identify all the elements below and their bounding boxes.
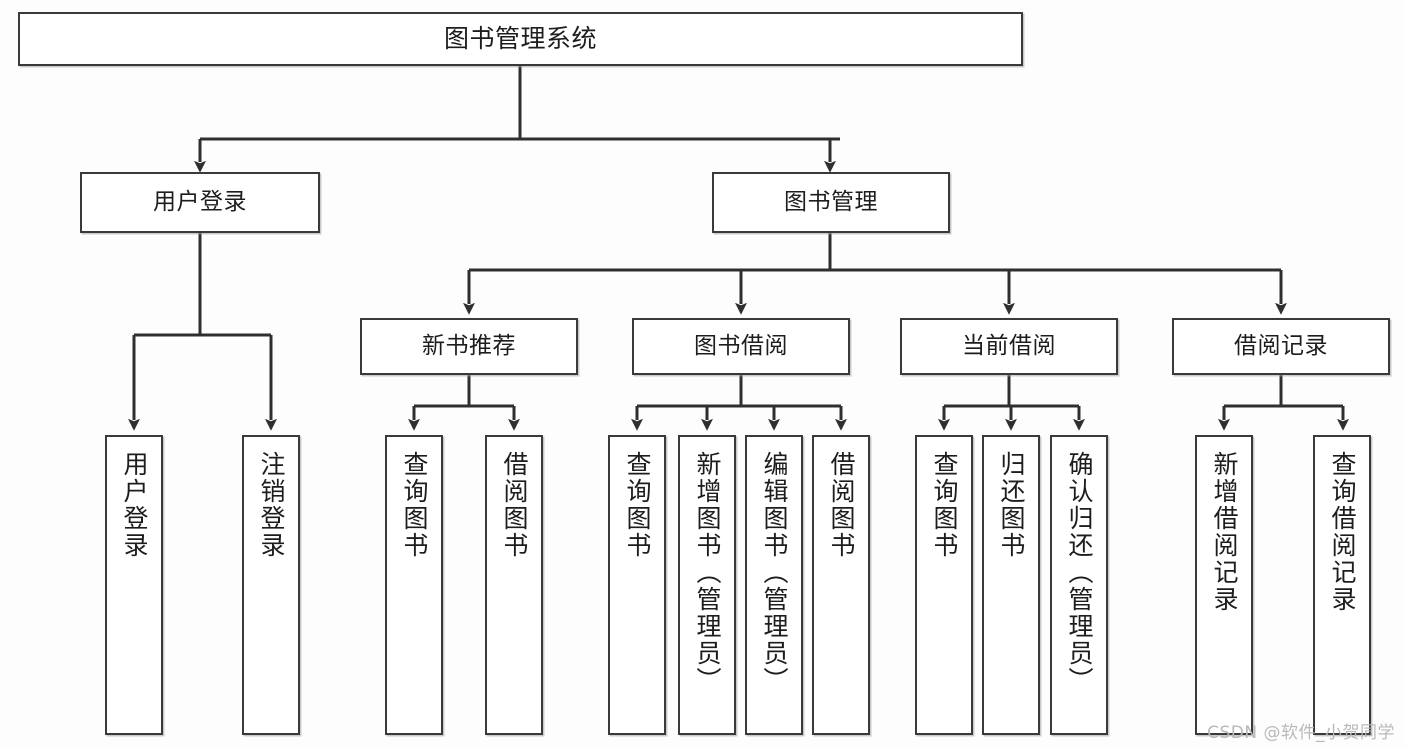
leaf-borrow-query-book[interactable]: 查询图书	[608, 435, 666, 735]
node-label: 归还图书	[997, 451, 1026, 559]
node-book-borrow[interactable]: 图书借阅	[632, 318, 850, 375]
node-label: 借阅记录	[1234, 332, 1328, 359]
node-label: 查询图书	[400, 451, 429, 559]
node-label: 用户登录	[120, 451, 149, 559]
node-label: 查询图书	[623, 451, 652, 559]
node-label: 当前借阅	[962, 332, 1056, 359]
node-root-system[interactable]: 图书管理系统	[18, 12, 1023, 66]
node-label: 查询图书	[930, 451, 959, 559]
node-book-management[interactable]: 图书管理	[712, 172, 950, 233]
leaf-borrow-borrow-book[interactable]: 借阅图书	[812, 435, 870, 735]
node-new-book-recommend[interactable]: 新书推荐	[360, 318, 578, 375]
node-label: 图书借阅	[694, 332, 788, 359]
leaf-record-add-record[interactable]: 新增借阅记录	[1195, 435, 1253, 735]
leaf-current-return-book[interactable]: 归还图书	[982, 435, 1040, 735]
leaf-recommend-query-book[interactable]: 查询图书	[385, 435, 443, 735]
node-user-login[interactable]: 用户登录	[80, 172, 320, 233]
leaf-user-login[interactable]: 用户登录	[105, 435, 163, 735]
node-label: 图书管理	[784, 188, 878, 215]
node-label: 新增图书（管理员）	[693, 451, 722, 694]
node-label: 用户登录	[153, 188, 247, 215]
node-label: 新书推荐	[422, 332, 516, 359]
node-borrow-record[interactable]: 借阅记录	[1172, 318, 1390, 375]
node-label: 编辑图书（管理员）	[760, 451, 789, 694]
leaf-recommend-borrow-book[interactable]: 借阅图书	[485, 435, 543, 735]
node-label: 图书管理系统	[443, 24, 597, 54]
leaf-borrow-edit-book-admin[interactable]: 编辑图书（管理员）	[745, 435, 803, 735]
node-label: 确认归还（管理员）	[1065, 451, 1094, 694]
node-label: 借阅图书	[827, 451, 856, 559]
leaf-current-query-book[interactable]: 查询图书	[915, 435, 973, 735]
node-label: 注销登录	[257, 451, 286, 559]
node-label: 借阅图书	[500, 451, 529, 559]
leaf-current-confirm-return-admin[interactable]: 确认归还（管理员）	[1050, 435, 1108, 735]
node-current-borrow[interactable]: 当前借阅	[900, 318, 1118, 375]
node-label: 新增借阅记录	[1210, 451, 1239, 613]
leaf-borrow-add-book-admin[interactable]: 新增图书（管理员）	[678, 435, 736, 735]
leaf-user-logout[interactable]: 注销登录	[242, 435, 300, 735]
leaf-record-query-record[interactable]: 查询借阅记录	[1313, 435, 1371, 735]
csdn-watermark: CSDN @软件_小贺同学	[1207, 723, 1395, 743]
node-label: 查询借阅记录	[1328, 451, 1357, 613]
